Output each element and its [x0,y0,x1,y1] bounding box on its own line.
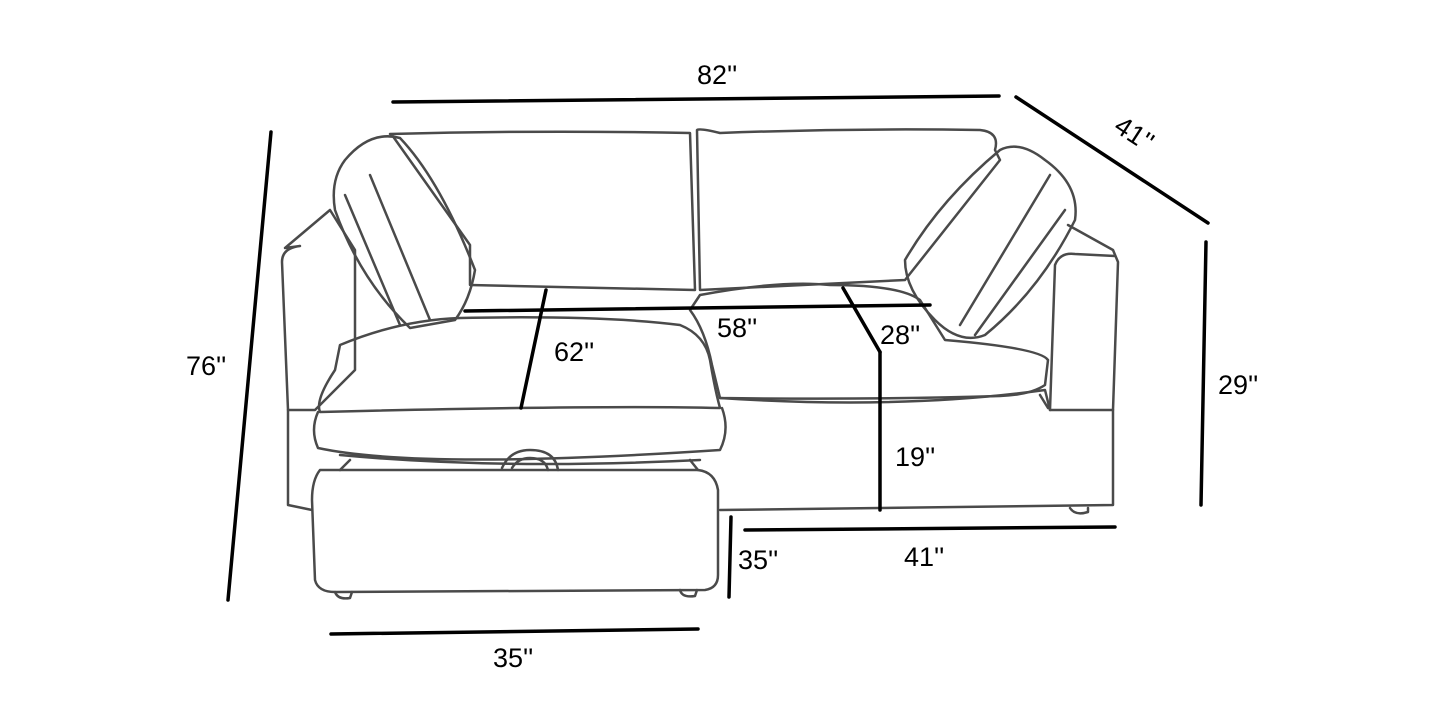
label-chaise-width: 35'' [493,643,533,673]
dimension-labels: 82'' 41'' 76'' 29'' 62'' 58'' 28'' 19'' … [186,60,1258,673]
dim-line-seat-depth [841,286,882,354]
right-arm [1048,223,1120,412]
chaise-cushion [317,316,722,414]
sofa-drawing [280,128,1120,600]
label-chaise-height: 35'' [738,545,778,575]
back-cushion-right [695,128,1002,292]
label-seat-height: 19'' [895,442,935,472]
chaise-feet [333,458,700,600]
dim-line-chaise-length [226,130,273,602]
dim-line-height [1199,240,1208,507]
label-chaise-seat-depth: 62'' [554,337,594,367]
chaise-handle [500,448,560,472]
dim-line-overall-depth [1014,95,1210,225]
dim-line-overall-width [391,94,1001,104]
pillow-right [903,145,1077,340]
right-base [718,408,1115,515]
back-cushion-left [388,130,697,292]
dimension-lines [226,94,1210,636]
dim-line-seat-width [463,303,932,313]
label-sofa-depth: 41'' [904,542,944,572]
left-base [286,408,314,512]
dim-line-sofa-depth [743,525,1117,532]
seat-front-right [718,388,1052,412]
left-arm [280,208,357,412]
label-seat-depth: 28'' [880,320,920,350]
label-overall-width: 82'' [697,60,737,90]
label-height: 29'' [1218,370,1258,400]
chaise-cushion-front [312,406,727,466]
dim-line-chaise-width [329,627,700,636]
pillow-left [332,135,477,330]
dim-line-chaise-seat-depth [519,288,548,410]
label-chaise-length: 76'' [186,351,226,381]
label-overall-depth: 41'' [1109,110,1159,157]
dim-line-chaise-height [727,515,733,599]
label-seat-width: 58'' [717,313,757,343]
chaise-base [310,468,720,594]
